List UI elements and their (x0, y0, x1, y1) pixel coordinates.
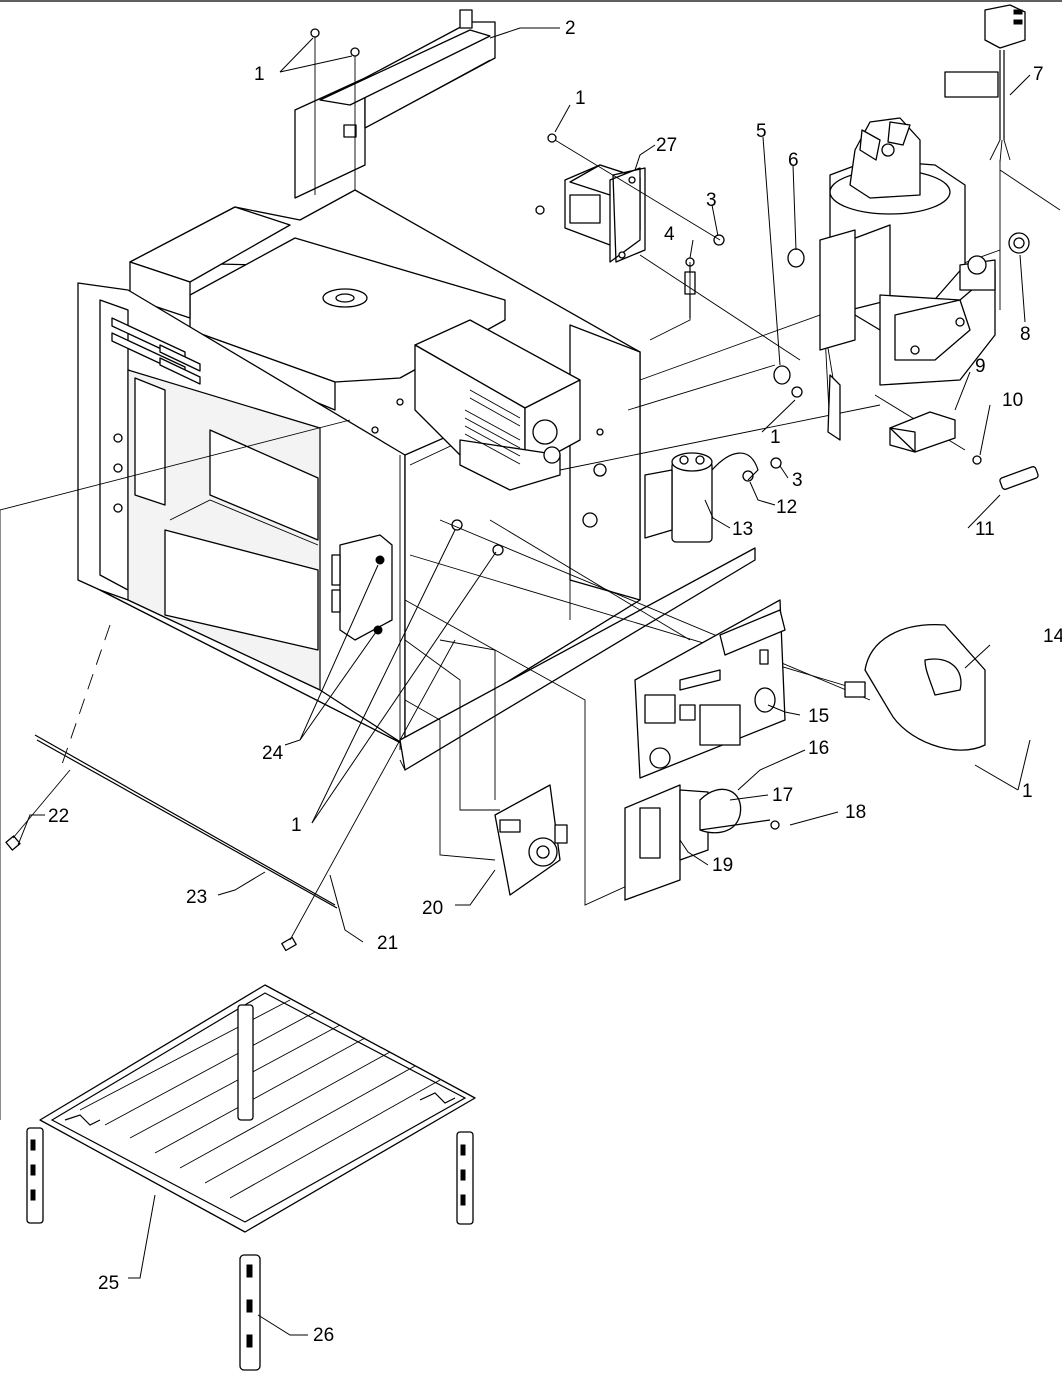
callout-22: 22 (48, 806, 69, 827)
power-cord (944, 4, 1026, 163)
callout-10: 10 (1002, 390, 1023, 411)
timer-board (494, 784, 568, 896)
rack-supports (26, 1004, 474, 1371)
control-board (634, 599, 786, 779)
vent-slots (111, 317, 201, 385)
screw-21 (281, 639, 456, 952)
lamp-assembly (624, 784, 780, 901)
leader-lines (17, 27, 1031, 1336)
screw-22 (5, 769, 71, 851)
callout-25: 25 (98, 1273, 119, 1294)
interlock-bracket (331, 534, 393, 641)
callout-5: 5 (756, 121, 767, 142)
callout-20: 20 (422, 898, 443, 919)
callout-11: 11 (975, 519, 995, 540)
grommet (1008, 232, 1030, 254)
callout-18: 18 (845, 802, 866, 823)
callout-labels: 1 2 1 27 3 4 5 6 7 8 9 10 1 3 12 11 13 1… (48, 18, 1062, 1346)
callout-3: 3 (792, 470, 803, 491)
callout-1: 1 (254, 64, 265, 85)
callout-1: 1 (291, 815, 302, 836)
callout-19: 19 (712, 855, 733, 876)
callout-14: 14 (1043, 626, 1062, 647)
callout-27: 27 (656, 135, 677, 156)
callout-3: 3 (706, 190, 717, 211)
callout-4: 4 (664, 224, 675, 245)
callout-15: 15 (808, 706, 829, 727)
screws-top (310, 28, 360, 210)
callout-12: 12 (776, 497, 797, 518)
part-top-bracket (294, 9, 496, 199)
fuse (972, 455, 1039, 490)
callout-7: 7 (1033, 64, 1044, 85)
oven-rack (39, 984, 476, 1233)
magnetron (414, 319, 581, 491)
clamps (773, 248, 805, 385)
callout-1: 1 (1022, 781, 1033, 802)
callout-23: 23 (186, 887, 207, 908)
stirrer-cover (844, 624, 986, 751)
callout-6: 6 (788, 150, 799, 171)
callout-8: 8 (1020, 324, 1031, 345)
callout-9: 9 (975, 356, 986, 377)
callout-17: 17 (772, 785, 793, 806)
callout-21: 21 (377, 933, 398, 954)
front-rivets (113, 398, 604, 513)
rod (34, 734, 338, 909)
hv-capacitor (644, 452, 759, 543)
oven-cavity (77, 189, 756, 771)
bracket-9 (889, 411, 956, 453)
fan-motor (819, 117, 996, 441)
callout-26: 26 (313, 1325, 334, 1346)
callout-13: 13 (732, 519, 753, 540)
callout-2: 2 (565, 18, 576, 39)
callout-16: 16 (808, 738, 829, 759)
callout-1: 1 (770, 427, 781, 448)
callout-1: 1 (575, 88, 586, 109)
small-screws-right (451, 133, 803, 556)
callout-24: 24 (262, 743, 284, 764)
transformer (564, 164, 646, 263)
